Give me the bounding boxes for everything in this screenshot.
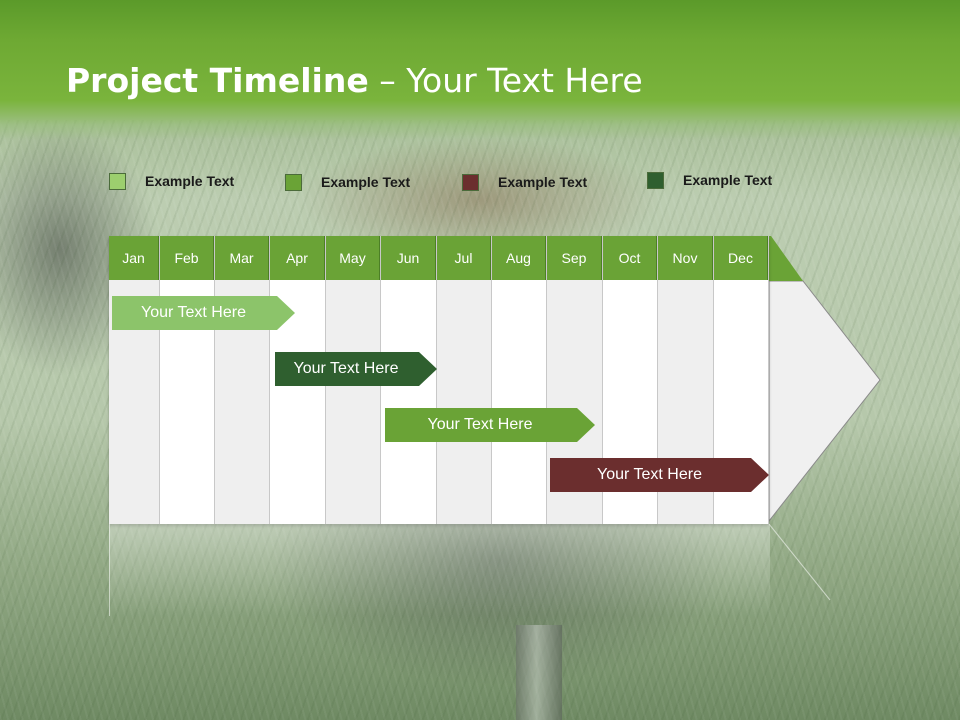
timeline-reflection: [109, 524, 770, 616]
background-grill-leg: [516, 625, 562, 720]
slide-title: Project Timeline – Your Text Here: [66, 58, 643, 104]
legend-label-2: Example Text: [321, 174, 411, 190]
month-column-oct: Oct: [603, 236, 658, 524]
month-column-mar: Mar: [215, 236, 270, 524]
legend-label-3: Example Text: [498, 174, 588, 190]
task-bar-label-3: Your Text Here: [427, 416, 533, 433]
month-column-jun: Jun: [381, 236, 437, 524]
task-bar-3: Your Text Here: [385, 408, 595, 442]
month-column-jan: Jan: [109, 236, 160, 524]
month-header-may: May: [326, 236, 380, 280]
month-header-dec: Dec: [714, 236, 768, 280]
legend-swatch-1: [109, 172, 126, 190]
month-header-apr: Apr: [270, 236, 325, 280]
task-bar-label-1: Your Text Here: [141, 304, 246, 321]
task-bar-1: Your Text Here: [112, 296, 295, 330]
task-bar-4: Your Text Here: [550, 458, 769, 492]
legend-swatch-2: [285, 173, 302, 191]
month-header-aug: Aug: [492, 236, 546, 280]
month-column-dec: Dec: [714, 236, 769, 524]
task-bar-2: Your Text Here: [275, 352, 437, 386]
slide-title-bold: Project Timeline: [66, 61, 369, 100]
month-column-jul: Jul: [437, 236, 492, 524]
legend-item-2: Example Text: [285, 172, 410, 192]
month-header-jan: Jan: [109, 236, 159, 280]
task-bar-label-4: Your Text Here: [597, 466, 702, 483]
month-header-nov: Nov: [658, 236, 713, 280]
legend-item-3: Example Text: [462, 172, 587, 192]
month-column-aug: Aug: [492, 236, 547, 524]
legend-item-1: Example Text: [109, 171, 234, 191]
legend-label-1: Example Text: [145, 173, 235, 189]
month-column-feb: Feb: [160, 236, 215, 524]
month-header-mar: Mar: [215, 236, 269, 280]
header-band: [0, 0, 960, 140]
month-header-sep: Sep: [547, 236, 602, 280]
task-bar-label-2: Your Text Here: [293, 360, 399, 377]
month-header-jun: Jun: [381, 236, 436, 280]
slide-title-rest: – Your Text Here: [368, 61, 643, 100]
legend-item-4: Example Text: [647, 170, 772, 190]
month-header-jul: Jul: [437, 236, 491, 280]
legend-swatch-3: [462, 173, 479, 191]
legend-swatch-4: [647, 171, 664, 189]
month-header-feb: Feb: [160, 236, 214, 280]
legend-label-4: Example Text: [683, 172, 773, 188]
month-header-oct: Oct: [603, 236, 657, 280]
